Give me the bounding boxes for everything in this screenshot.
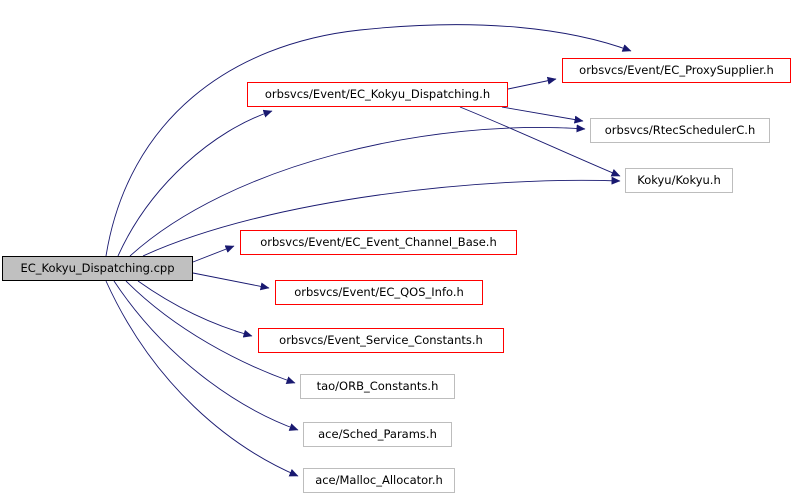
node-ec-kokyu-dispatching-cpp: EC_Kokyu_Dispatching.cpp: [2, 256, 193, 281]
edge-main-to-kokyu-dispatching-h: [117, 109, 273, 257]
node-ec-event-channel-base-h[interactable]: orbsvcs/Event/EC_Event_Channel_Base.h: [240, 230, 517, 255]
edge-main-to-event-channel-base: [192, 245, 235, 263]
node-ec-qos-info-h[interactable]: orbsvcs/Event/EC_QOS_Info.h: [275, 280, 483, 305]
edge-kokyu-dispatching-h-to-rtec-scheduler: [501, 106, 584, 124]
edge-main-to-event-service-constants: [137, 280, 253, 338]
edge-main-to-kokyu: [142, 176, 621, 257]
node-kokyu-kokyu-h: Kokyu/Kokyu.h: [625, 168, 733, 193]
node-event-service-constants-h[interactable]: orbsvcs/Event_Service_Constants.h: [258, 328, 504, 353]
edge-kokyu-dispatching-h-to-kokyu: [459, 106, 621, 177]
node-ec-proxysupplier-h[interactable]: orbsvcs/Event/EC_ProxySupplier.h: [562, 58, 791, 83]
edge-main-to-malloc-allocator: [105, 280, 299, 477]
edge-main-to-rtec-scheduler: [129, 124, 586, 257]
edge-kokyu-dispatching-h-to-proxy-supplier: [507, 76, 557, 90]
edge-main-to-proxy-supplier: [105, 24, 632, 257]
node-sched-params-h: ace/Sched_Params.h: [303, 422, 452, 447]
node-rtecschedulerc-h: orbsvcs/RtecSchedulerC.h: [590, 118, 770, 143]
edge-main-to-orb-constants: [125, 280, 296, 385]
edge-main-to-qos-info: [192, 272, 270, 291]
edge-main-to-sched-params: [113, 280, 299, 431]
node-malloc-allocator-h: ace/Malloc_Allocator.h: [303, 468, 455, 493]
node-ec-kokyu-dispatching-h[interactable]: orbsvcs/Event/EC_Kokyu_Dispatching.h: [247, 82, 508, 107]
node-orb-constants-h: tao/ORB_Constants.h: [300, 374, 455, 399]
